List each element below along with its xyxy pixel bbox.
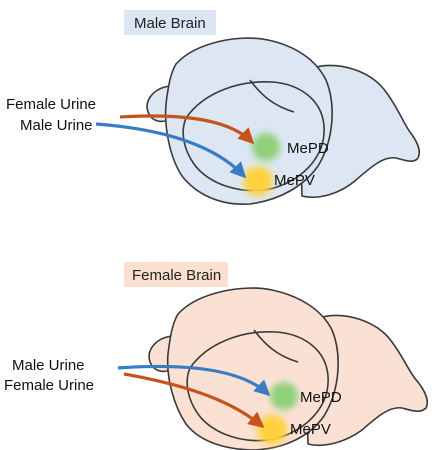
female-brain-title: Female Brain — [132, 267, 221, 284]
male-mepv-blob — [243, 166, 273, 196]
male-input-1-label: Female Urine — [6, 96, 96, 113]
male-input-2-label: Male Urine — [20, 117, 93, 134]
female-mepd-label: MePD — [300, 389, 342, 406]
male-brain-title: Male Brain — [134, 15, 206, 32]
female-mepv-label: MePV — [290, 421, 331, 438]
female-input-2-label: Female Urine — [4, 377, 94, 394]
female-mepv-blob — [257, 415, 287, 445]
female-brain-panel: Female Brain MePD MePV Male Urine Female… — [4, 262, 427, 450]
male-mepd-label: MePD — [287, 140, 329, 157]
male-mepv-label: MePV — [274, 172, 315, 189]
female-mepd-blob — [270, 382, 298, 410]
female-input-1-label: Male Urine — [12, 357, 85, 374]
male-brain-panel: Male Brain MePD MePV Female Urine Male U… — [6, 10, 419, 204]
male-mepd-blob — [252, 133, 280, 161]
